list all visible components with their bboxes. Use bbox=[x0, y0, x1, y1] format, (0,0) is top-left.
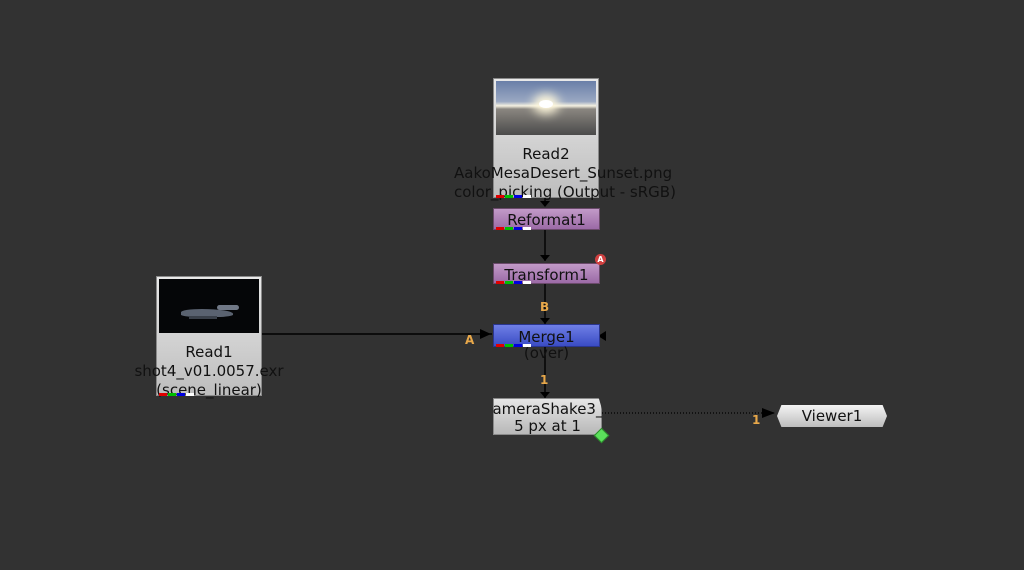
channel-red-indicator bbox=[496, 195, 504, 198]
viewer1-input-label: 1 bbox=[752, 413, 761, 427]
channel-red-indicator bbox=[496, 281, 504, 284]
channel-blue-indicator bbox=[514, 195, 522, 198]
read2-thumbnail bbox=[496, 81, 596, 135]
channel-green-indicator bbox=[505, 281, 513, 284]
channel-alpha-indicator bbox=[523, 195, 531, 198]
transform1-node[interactable]: Transform1 bbox=[493, 263, 600, 284]
read1-colorspace: (scene_linear) bbox=[156, 381, 262, 399]
transform1-title: Transform1 bbox=[504, 266, 589, 284]
merge1-input-b-label: B bbox=[540, 300, 550, 314]
channel-alpha-indicator bbox=[523, 281, 531, 284]
channel-red-indicator bbox=[496, 227, 504, 230]
channel-alpha-indicator bbox=[523, 227, 531, 230]
read1-node[interactable]: Read1 shot4_v01.0057.exr (scene_linear) bbox=[134, 276, 284, 399]
channel-blue-indicator bbox=[514, 227, 522, 230]
read2-title: Read2 bbox=[522, 145, 570, 163]
camerashake-node[interactable]: CameraShake3_1 5 px at 1 bbox=[493, 398, 602, 435]
channel-alpha-indicator bbox=[523, 344, 531, 347]
channel-blue-indicator bbox=[514, 281, 522, 284]
channel-red-indicator bbox=[159, 393, 167, 396]
read1-file: shot4_v01.0057.exr bbox=[134, 362, 284, 380]
merge1-title: Merge1 (over) bbox=[518, 328, 575, 362]
camerashake-title: CameraShake3_1 bbox=[481, 400, 614, 418]
camerashake-input-label: 1 bbox=[540, 373, 549, 387]
channel-alpha-indicator bbox=[186, 393, 194, 396]
merge1-input-a-label: A bbox=[465, 333, 475, 347]
read1-title: Read1 bbox=[185, 343, 233, 361]
channel-green-indicator bbox=[505, 344, 513, 347]
channel-blue-indicator bbox=[514, 344, 522, 347]
read2-file: AakoMesaDesert_Sunset.png bbox=[454, 164, 673, 182]
merge1-node[interactable]: Merge1 (over) bbox=[493, 324, 600, 361]
read1-thumbnail bbox=[159, 279, 259, 333]
channel-blue-indicator bbox=[177, 393, 185, 396]
channel-green-indicator bbox=[168, 393, 176, 396]
animation-badge-icon: A bbox=[595, 254, 606, 265]
reformat1-title: Reformat1 bbox=[507, 211, 586, 229]
viewer1-node[interactable]: Viewer1 bbox=[777, 405, 887, 427]
channel-green-indicator bbox=[505, 195, 513, 198]
read2-colorspace: color_picking (Output - sRGB) bbox=[454, 183, 676, 201]
viewer1-title: Viewer1 bbox=[801, 407, 863, 425]
channel-green-indicator bbox=[505, 227, 513, 230]
reformat1-node[interactable]: Reformat1 bbox=[493, 208, 600, 230]
camerashake-subtitle: 5 px at 1 bbox=[514, 417, 581, 435]
read2-node[interactable]: Read2 AakoMesaDesert_Sunset.png color_pi… bbox=[454, 78, 676, 201]
channel-red-indicator bbox=[496, 344, 504, 347]
